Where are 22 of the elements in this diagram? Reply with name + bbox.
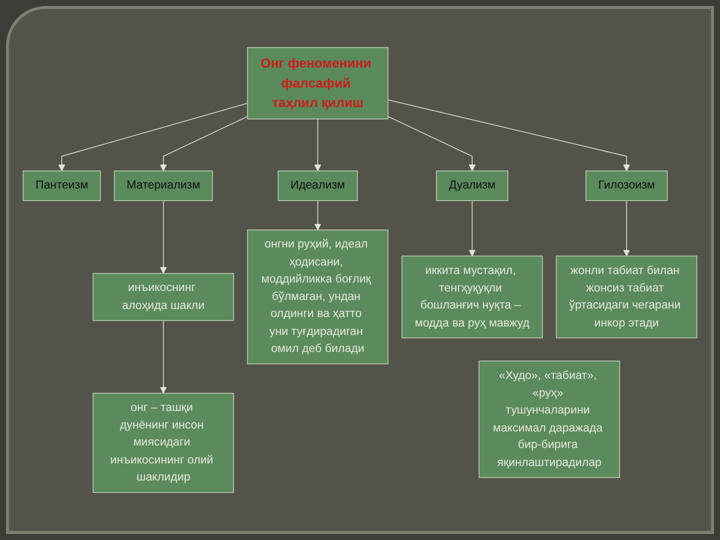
node-box: Материализм [114,170,213,201]
node-box: Дуализм [436,170,508,201]
node-box: онг – ташқи дунёнинг инсон миясидаги инъикосининг олий шаклидир [92,392,234,493]
node-box: «Худо», «табиат», «руҳ» тушунчаларини максимал даражада бир-бирига яқинлаштирадилар [478,360,620,478]
arrow [314,118,322,172]
arrow [160,116,248,172]
node-box: Идеализм [278,170,358,201]
arrow [58,102,248,172]
node-box: иккита мустақил, тенгҳуқуқли бошланғич нуқта – модда ва руҳ мавжуд [402,256,543,338]
arrow [160,200,167,274]
arrow [160,320,167,394]
arrow [623,200,630,256]
node-box: Пантеизм [22,170,101,201]
arrow [388,116,476,172]
arrow [314,200,322,230]
node-box: жонли табиат билан жонсиз табиат ўртасидаги чегарани инкор этади [556,256,698,338]
node-box: онгни руҳий, идеал ҳодисани, моддийликка боғлиқ бўлмаган, ундан олдинги ва ҳатто уни туғдирадиган омил деб билади [247,230,388,364]
node-box: Онг феноменини фалсафий таҳлил қилиш [247,47,388,120]
node-box: инъикоснинг алоҳида шакли [92,273,234,321]
arrow [388,99,630,172]
node-box: Гилозоизм [586,170,668,201]
arrow [468,200,476,256]
